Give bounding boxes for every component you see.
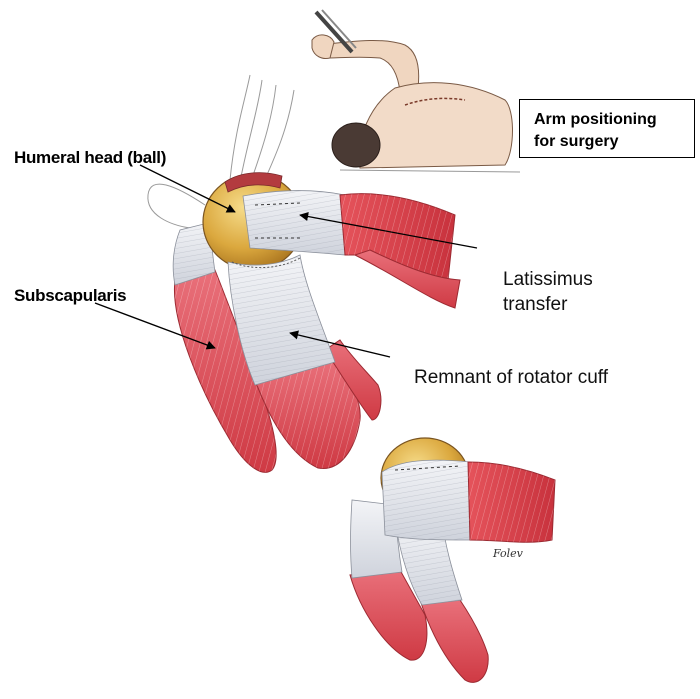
latissimus-transfer-label: Latissimus transfer bbox=[503, 269, 593, 315]
arm-positioning-label: Arm positioning for surgery bbox=[534, 111, 657, 150]
main-shoulder-illustration bbox=[147, 74, 461, 473]
artist-signature: Folev bbox=[493, 547, 523, 560]
subscapularis-pointer bbox=[94, 302, 216, 350]
remnant-rotator-cuff-label: Remnant of rotator cuff bbox=[414, 367, 608, 388]
arm-positioning-box: Arm positioning for surgery bbox=[519, 99, 695, 158]
humeral-head-pointer bbox=[139, 164, 236, 213]
secondary-shoulder-illustration bbox=[349, 437, 556, 683]
remnant-pointer bbox=[289, 330, 391, 358]
leader-lines bbox=[94, 164, 478, 358]
patient-sketch bbox=[311, 9, 521, 173]
latissimus-pointer bbox=[299, 212, 478, 249]
humeral-head-label: Humeral head (ball) bbox=[14, 148, 167, 167]
subscapularis-label: Subscapularis bbox=[14, 286, 127, 305]
